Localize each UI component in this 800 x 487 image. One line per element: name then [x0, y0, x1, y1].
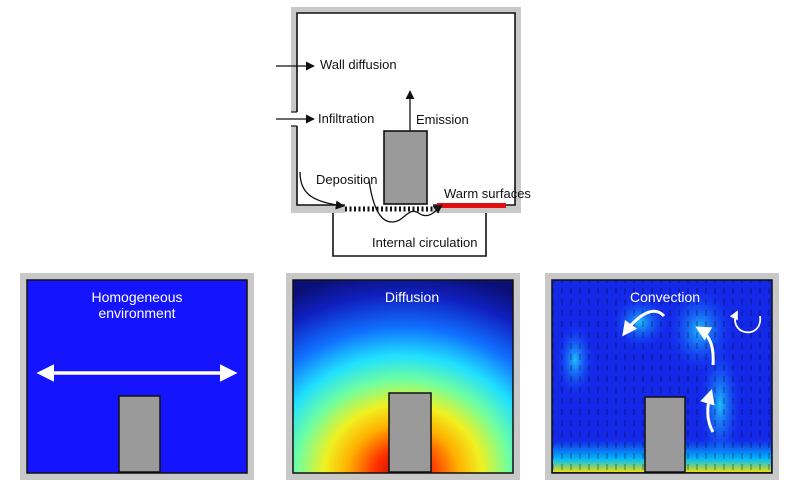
- panel-title-line1: Homogeneous: [91, 289, 182, 305]
- panel-title: Diffusion: [385, 289, 439, 305]
- schematic-diagram: Wall diffusion Infiltration Emission Dep…: [276, 7, 531, 257]
- emitting-object: [383, 130, 428, 205]
- panel-homogeneous: Homogeneous environment: [20, 273, 254, 480]
- object-block: [118, 395, 161, 473]
- label-emission: Emission: [416, 112, 469, 127]
- label-infiltration: Infiltration: [318, 111, 374, 126]
- label-internal-circulation: Internal circulation: [372, 235, 478, 250]
- panel-convection: Convection: [545, 273, 779, 480]
- flow-arrow: [622, 310, 666, 337]
- label-wall-diffusion: Wall diffusion: [320, 57, 397, 72]
- object-block: [388, 392, 432, 473]
- flow-arrow: [729, 310, 762, 334]
- object-block: [644, 396, 686, 473]
- flow-arrow: [700, 389, 715, 433]
- flow-arrow: [695, 326, 715, 366]
- label-deposition: Deposition: [316, 172, 377, 187]
- label-warm-surfaces: Warm surfaces: [444, 186, 531, 201]
- circulation-duct: [332, 213, 487, 257]
- panel-title-line2: environment: [98, 305, 175, 321]
- internal-circulation-arrow: [368, 179, 443, 223]
- warm-surface-strip: [437, 203, 506, 208]
- deposition-arrow: [299, 171, 345, 210]
- panel-diffusion: Diffusion: [286, 273, 520, 480]
- panel-title: Convection: [630, 289, 700, 305]
